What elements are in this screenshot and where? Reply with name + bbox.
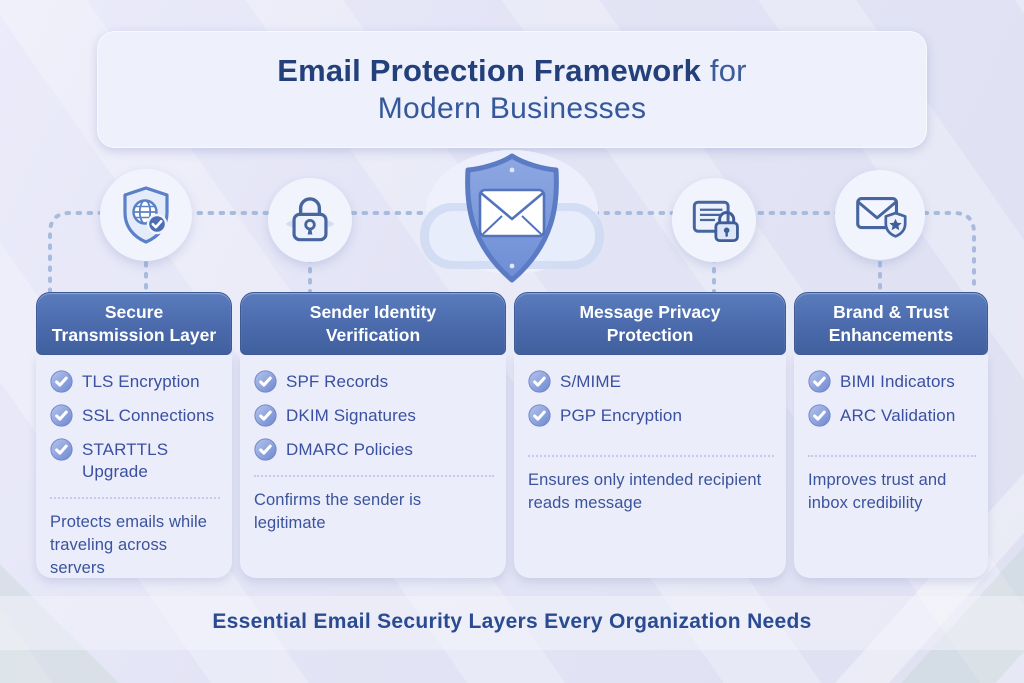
list-item-label: STARTTLS Upgrade bbox=[82, 440, 169, 481]
card-title-line2: Verification bbox=[325, 324, 421, 345]
card-title-line1: Secure bbox=[104, 302, 164, 323]
card-header: Message Privacy Protection bbox=[514, 292, 786, 355]
title-card: Email Protection Framework for Modern Bu… bbox=[97, 31, 927, 148]
feature-list: SPF Records DKIM Signatures DMARC Polici… bbox=[254, 370, 494, 461]
card-title-line2: Enhancements bbox=[828, 324, 954, 345]
list-item-label: DKIM Signatures bbox=[286, 406, 416, 425]
list-item: BIMI Indicators bbox=[808, 370, 976, 393]
list-item: STARTTLS Upgrade bbox=[50, 438, 220, 483]
list-item-label: PGP Encryption bbox=[560, 406, 683, 425]
list-item-label: TLS Encryption bbox=[82, 372, 200, 391]
footer-tagline: Essential Email Security Layers Every Or… bbox=[212, 610, 812, 633]
card-note: Ensures only intended recipient reads me… bbox=[528, 471, 762, 512]
card-title-line2: Transmission Layer bbox=[51, 324, 217, 345]
list-item: ARC Validation bbox=[808, 404, 976, 427]
card-secure-transmission: Secure Transmission Layer TLS Encryption… bbox=[36, 292, 232, 578]
dotted-divider bbox=[808, 455, 976, 457]
dotted-divider bbox=[528, 455, 774, 457]
list-item-label: BIMI Indicators bbox=[840, 372, 955, 391]
list-item: SSL Connections bbox=[50, 404, 220, 427]
check-circle-icon bbox=[528, 404, 551, 427]
list-item-label: SSL Connections bbox=[82, 406, 215, 425]
page-title-suffix: for bbox=[701, 53, 747, 88]
dotted-divider bbox=[254, 475, 494, 477]
globe-shield-check-glyph bbox=[123, 186, 169, 244]
card-note: Protects emails while traveling across s… bbox=[50, 513, 208, 577]
envelope-shield-star-glyph bbox=[856, 196, 907, 238]
envelope-shield-star-icon bbox=[835, 170, 925, 260]
card-body: SPF Records DKIM Signatures DMARC Polici… bbox=[240, 355, 506, 578]
card-note: Confirms the sender is legitimate bbox=[254, 491, 422, 532]
page-title: Email Protection Framework for bbox=[277, 53, 746, 89]
check-circle-icon bbox=[50, 370, 73, 393]
card-body: BIMI Indicators ARC Validation Improves … bbox=[794, 355, 988, 578]
document-lock-icon bbox=[672, 178, 756, 262]
list-item: TLS Encryption bbox=[50, 370, 220, 393]
check-circle-icon bbox=[254, 404, 277, 427]
list-item-label: DMARC Policies bbox=[286, 440, 414, 459]
globe-shield-check-icon bbox=[100, 169, 192, 261]
page-title-bold: Email Protection Framework bbox=[277, 53, 702, 88]
card-note: Improves trust and inbox credibility bbox=[808, 471, 947, 512]
card-title-line1: Brand & Trust bbox=[833, 302, 949, 323]
check-circle-icon bbox=[254, 370, 277, 393]
page-subtitle: Modern Businesses bbox=[377, 92, 647, 125]
list-item: DMARC Policies bbox=[254, 438, 494, 461]
feature-list: BIMI Indicators ARC Validation bbox=[808, 370, 976, 427]
card-header: Brand & Trust Enhancements bbox=[794, 292, 988, 355]
padlock-glyph bbox=[285, 197, 335, 242]
card-header: Secure Transmission Layer bbox=[36, 292, 232, 355]
card-brand-trust: Brand & Trust Enhancements BIMI Indicato… bbox=[794, 292, 988, 578]
list-item: S/MIME bbox=[528, 370, 774, 393]
card-body: S/MIME PGP Encryption Ensures only inten… bbox=[514, 355, 786, 578]
padlock-icon bbox=[268, 178, 352, 262]
document-lock-glyph bbox=[692, 200, 739, 243]
check-circle-icon bbox=[808, 404, 831, 427]
check-circle-icon bbox=[50, 438, 73, 461]
card-body: TLS Encryption SSL Connections STARTTLS … bbox=[36, 355, 232, 578]
check-circle-icon bbox=[528, 370, 551, 393]
feature-list: S/MIME PGP Encryption bbox=[528, 370, 774, 427]
card-title-line2: Protection bbox=[606, 324, 694, 345]
list-item-label: ARC Validation bbox=[840, 406, 956, 425]
card-message-privacy: Message Privacy Protection S/MIME PGP En… bbox=[514, 292, 786, 578]
list-item-label: S/MIME bbox=[560, 372, 622, 391]
footer-band bbox=[0, 596, 1024, 650]
check-circle-icon bbox=[808, 370, 831, 393]
dotted-divider bbox=[50, 497, 220, 499]
card-header: Sender Identity Verification bbox=[240, 292, 506, 355]
list-item: PGP Encryption bbox=[528, 404, 774, 427]
check-circle-icon bbox=[50, 404, 73, 427]
list-item-label: SPF Records bbox=[286, 372, 389, 391]
card-title-line1: Message Privacy bbox=[579, 302, 721, 323]
feature-list: TLS Encryption SSL Connections STARTTLS … bbox=[50, 370, 220, 483]
shield-envelope-emblem bbox=[420, 150, 604, 283]
card-sender-identity: Sender Identity Verification SPF Records… bbox=[240, 292, 506, 578]
card-title-line1: Sender Identity bbox=[309, 302, 437, 323]
check-circle-icon bbox=[254, 438, 277, 461]
list-item: SPF Records bbox=[254, 370, 494, 393]
list-item: DKIM Signatures bbox=[254, 404, 494, 427]
